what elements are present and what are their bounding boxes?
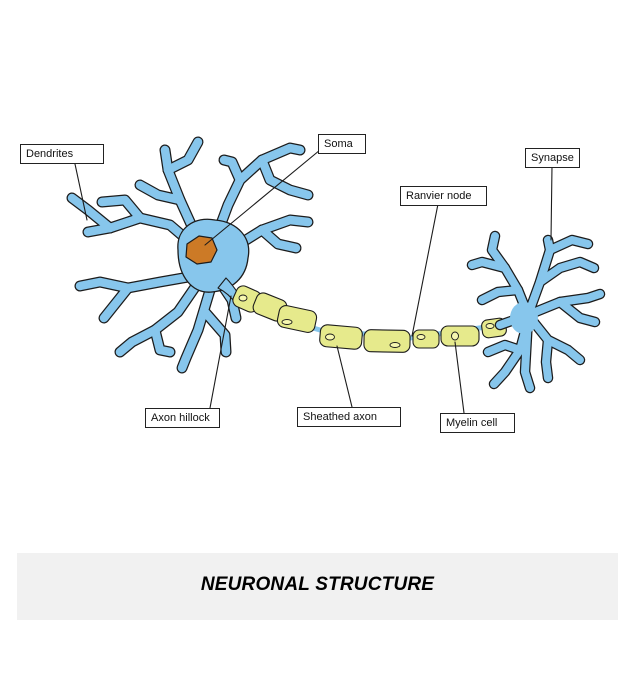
label-myelin-cell: Myelin cell: [440, 413, 515, 433]
label-axon-hillock: Axon hillock: [145, 408, 220, 428]
leader-lines: [74, 149, 553, 414]
dendrites: [66, 136, 314, 374]
leader-dendrites: [74, 163, 88, 221]
myelin-sheath: [232, 285, 507, 353]
label-sheathed-axon: Sheathed axon: [297, 407, 401, 427]
label-soma: Soma: [318, 134, 366, 154]
leader-soma: [204, 149, 321, 246]
neuron-diagram: [66, 136, 606, 414]
caption-band: NEURONAL STRUCTURE: [17, 553, 618, 620]
label-synapse: Synapse: [525, 148, 580, 168]
leader-axon-hillock: [209, 295, 232, 409]
nucleus: [185, 235, 218, 265]
diagram-caption: NEURONAL STRUCTURE: [200, 574, 435, 595]
leader-myelin-cell: [454, 341, 465, 414]
leader-synapse: [550, 165, 553, 241]
leader-ranvier-node: [411, 203, 439, 337]
label-dendrites: Dendrites: [20, 144, 104, 164]
label-ranvier-node: Ranvier node: [400, 186, 487, 206]
synapse-terminal: [466, 230, 606, 394]
leader-sheathed-axon: [336, 345, 353, 408]
